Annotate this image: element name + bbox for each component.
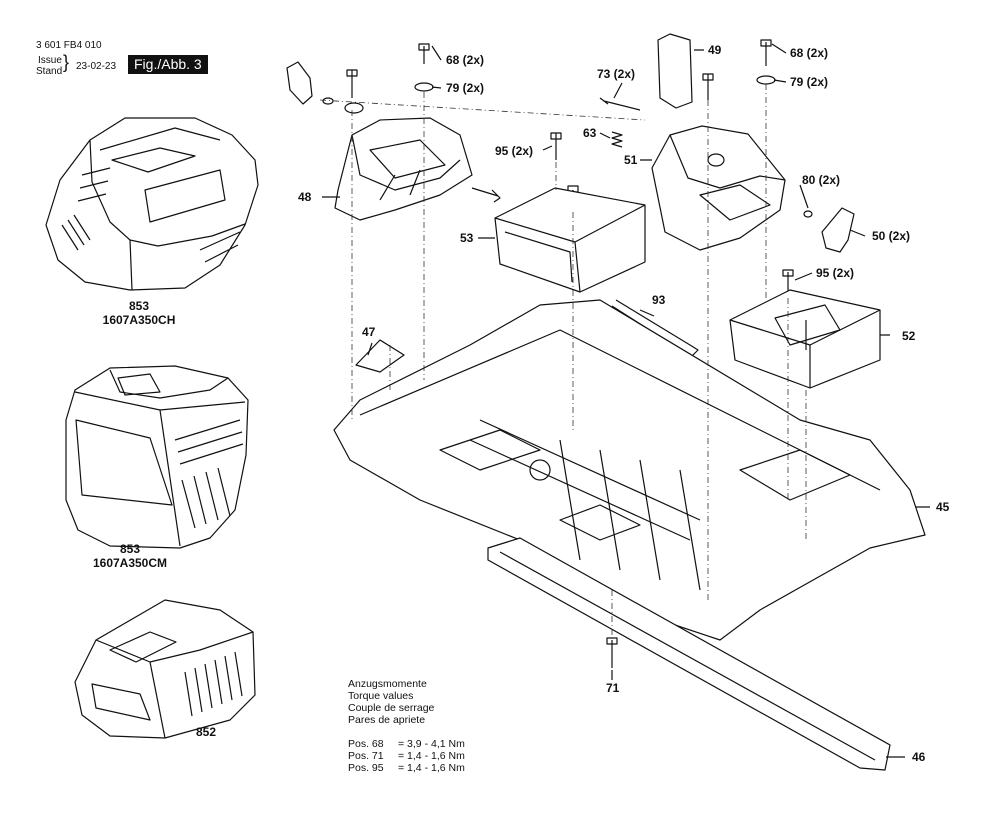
screw-68-top <box>418 43 430 64</box>
brace: } <box>63 52 70 72</box>
washer-79-top <box>414 82 434 92</box>
washer-80 <box>803 210 813 218</box>
torque-value: = 1,4 - 1,6 Nm <box>398 762 465 774</box>
clamp-part <box>286 61 313 105</box>
label-51: 51 <box>624 153 638 167</box>
label-46: 46 <box>912 750 926 764</box>
label-93: 93 <box>652 293 666 307</box>
screw-68-left <box>346 69 358 98</box>
torque-table: Anzugsmomente Torque values Couple de se… <box>348 678 465 774</box>
torque-row: Pos. 95 = 1,4 - 1,6 Nm <box>348 762 465 774</box>
torque-title-en: Torque values <box>348 690 414 702</box>
label-79-right: 79 (2x) <box>790 75 828 89</box>
battery-1607A350CM <box>65 365 249 549</box>
torque-pos: Pos. 68 <box>348 738 384 750</box>
housing-48 <box>334 117 501 221</box>
torque-value: = 1,4 - 1,6 Nm <box>398 750 465 762</box>
label-49: 49 <box>708 43 722 57</box>
base-45 <box>333 299 926 641</box>
pin-73 <box>599 97 641 111</box>
figure-badge: Fig./Abb. 3 <box>128 55 208 74</box>
label-53: 53 <box>460 231 474 245</box>
housing-51 <box>651 125 786 251</box>
leader-lines <box>322 43 930 758</box>
washer-79-left <box>344 102 364 114</box>
rail-46-groove <box>499 551 876 761</box>
battery-1607A350CH <box>45 117 259 291</box>
label-853-ch: 853 <box>129 299 149 313</box>
label-52: 52 <box>902 329 916 343</box>
label-853-ch-code: 1607A350CH <box>103 313 176 327</box>
label-79-left: 79 (2x) <box>446 81 484 95</box>
block-53 <box>494 187 646 293</box>
label-45: 45 <box>936 500 950 514</box>
label-80: 80 (2x) <box>802 173 840 187</box>
screw-71 <box>606 637 618 668</box>
charger-852 <box>74 599 256 739</box>
screw-49 <box>702 73 714 100</box>
washer-79-right <box>756 75 776 85</box>
label-63: 63 <box>583 126 597 140</box>
issue-label: Issue <box>38 55 62 66</box>
stand-label: Stand <box>36 66 63 77</box>
label-95-right: 95 (2x) <box>816 266 854 280</box>
block-52 <box>729 289 881 389</box>
part-labels: 853 1607A350CH 853 1607A350CM 852 68 (2x… <box>93 43 950 764</box>
torque-pos: Pos. 71 <box>348 750 384 762</box>
torque-row: Pos. 68 = 3,9 - 4,1 Nm <box>348 738 465 750</box>
torque-row: Pos. 71 = 1,4 - 1,6 Nm <box>348 750 465 762</box>
label-73: 73 (2x) <box>597 67 635 81</box>
label-50: 50 (2x) <box>872 229 910 243</box>
label-47: 47 <box>362 325 376 339</box>
label-68-right: 68 (2x) <box>790 46 828 60</box>
label-71: 71 <box>606 681 620 695</box>
washer-small <box>322 97 334 105</box>
torque-title-fr: Couple de serrage <box>348 702 435 714</box>
screw-95-a <box>550 132 562 160</box>
screw-68-right <box>760 39 772 66</box>
torque-title-de: Anzugsmomente <box>348 678 427 690</box>
plate-47 <box>355 339 405 373</box>
torque-title-es: Pares de apriete <box>348 714 426 726</box>
assembly-lines <box>319 84 807 636</box>
label-48: 48 <box>298 190 312 204</box>
label-853-cm: 853 <box>120 542 140 556</box>
spring-63 <box>611 131 623 148</box>
label-95-top: 95 (2x) <box>495 144 533 158</box>
label-853-cm-code: 1607A350CM <box>93 556 167 570</box>
bracket-49 <box>657 33 693 109</box>
label-852: 852 <box>196 725 216 739</box>
doc-number: 3 601 FB4 010 <box>36 40 102 51</box>
knob-50 <box>821 207 855 253</box>
torque-pos: Pos. 95 <box>348 762 384 774</box>
label-68-left: 68 (2x) <box>446 53 484 67</box>
torque-value: = 3,9 - 4,1 Nm <box>398 738 465 750</box>
issue-date: 23-02-23 <box>76 61 117 72</box>
